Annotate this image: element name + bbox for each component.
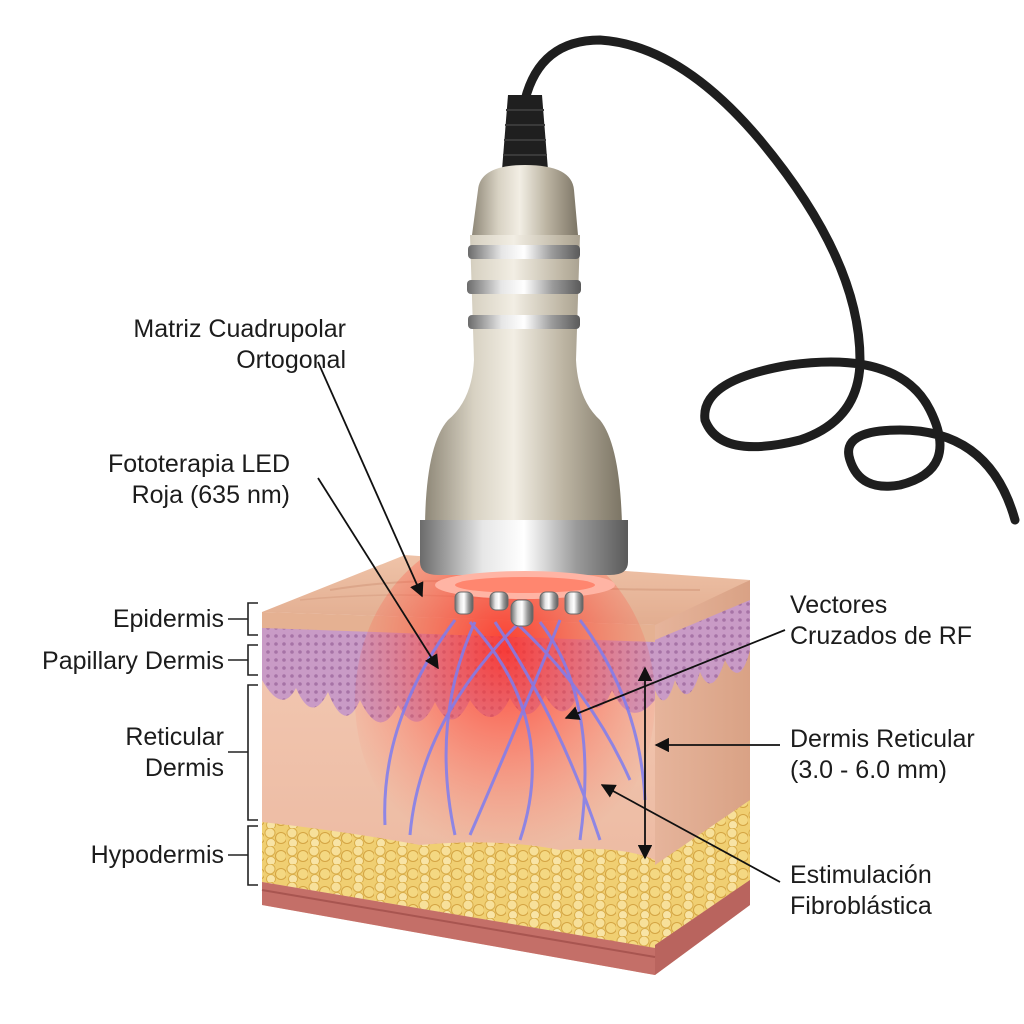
label-reticular-dermis: Reticular Dermis xyxy=(125,723,224,782)
fibroblast-arrow xyxy=(600,784,781,883)
label-hypodermis: Hypodermis xyxy=(90,841,224,869)
label-papillary-dermis: Papillary Dermis xyxy=(42,647,224,675)
label-fibroblast: Estimulación Fibroblástica xyxy=(790,861,932,920)
label-dermis-reticular: Dermis Reticular (3.0 - 6.0 mm) xyxy=(790,725,975,784)
electrode-array xyxy=(454,591,584,627)
rf-handpiece xyxy=(420,95,628,627)
callout-arrows xyxy=(317,361,786,883)
label-epidermis: Epidermis xyxy=(112,605,224,633)
power-cable xyxy=(520,35,1020,525)
led-arrow xyxy=(317,477,439,670)
label-matrix: Matriz Cuadrupolar Ortogonal xyxy=(133,315,346,374)
label-vectors: Vectores Cruzados de RF xyxy=(790,591,973,650)
matrix-arrow xyxy=(317,361,424,598)
layer-brackets xyxy=(228,602,258,886)
rf-vectors xyxy=(383,619,647,841)
muscle-layer xyxy=(262,882,655,975)
label-led: Fototerapia LED Roja (635 nm) xyxy=(107,450,290,509)
vectors-arrow xyxy=(564,629,786,720)
